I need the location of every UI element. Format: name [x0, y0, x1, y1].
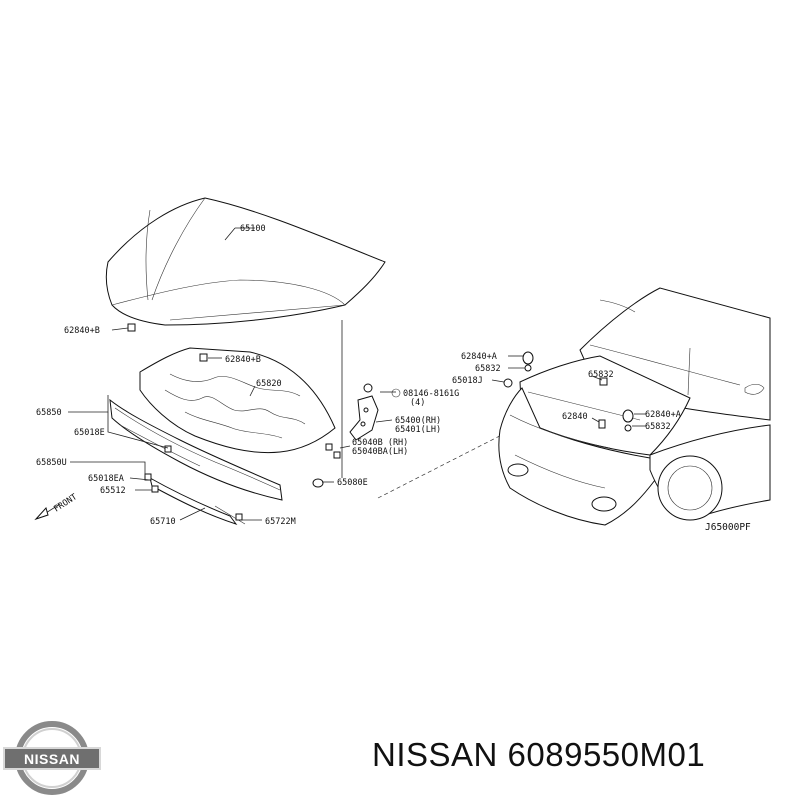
callout-65832-r2: 65832	[645, 422, 671, 432]
callout-65400: 65400(RH)	[395, 416, 441, 426]
callout-65832-r1: 65832	[588, 370, 614, 380]
callout-65850: 65850	[36, 408, 62, 418]
diagram-code: J65000PF	[705, 522, 751, 533]
hood-insulator	[139, 347, 336, 454]
callout-65832-top: 65832	[475, 364, 501, 374]
nissan-logo-text: NISSAN	[24, 751, 80, 767]
callout-65018e: 65018E	[74, 428, 105, 438]
clip-icon	[127, 323, 324, 521]
callout-65080e: 65080E	[337, 478, 368, 488]
callout-65018ea: 65018EA	[88, 474, 124, 484]
leader-lines-right	[491, 355, 646, 427]
front-arrow-icon	[34, 503, 61, 521]
callout-65850u: 65850U	[36, 458, 67, 468]
callout-65820: 65820	[256, 379, 282, 389]
callout-62840-r: 62840	[562, 412, 588, 422]
hood-hinge	[325, 383, 379, 459]
vehicle-front-view	[498, 287, 771, 526]
callout-65401: 65401(LH)	[395, 425, 441, 435]
callout-08146-qty: (4)	[410, 398, 425, 408]
callout-65040ba: 65040BA(LH)	[352, 447, 408, 457]
callout-65512: 65512	[100, 486, 126, 496]
callout-62840b-mid: 62840+B	[225, 355, 261, 365]
callout-62840a-top: 62840+A	[461, 352, 497, 362]
bolt-symbol-icon	[391, 388, 401, 398]
callout-65040b: 65040B (RH)	[352, 438, 408, 448]
callout-62840a-r: 62840+A	[645, 410, 681, 420]
callout-08146: 08146-8161G	[403, 389, 459, 399]
callout-65710: 65710	[150, 517, 176, 527]
callout-62840b-left: 62840+B	[64, 326, 100, 336]
callout-labels: 65100 62840+B 62840+B 65820 65850 65018E…	[36, 224, 751, 533]
callout-65100: 65100	[240, 224, 266, 234]
part-number-text: NISSAN 6089550M01	[372, 736, 706, 773]
nissan-logo: NISSAN	[3, 721, 101, 795]
front-seal-member	[109, 398, 283, 525]
leader-lines	[68, 227, 396, 521]
callout-65018j: 65018J	[452, 376, 483, 386]
front-label: FRONT	[52, 492, 79, 514]
hood-panel	[105, 197, 386, 326]
callout-65722m: 65722M	[265, 517, 296, 527]
